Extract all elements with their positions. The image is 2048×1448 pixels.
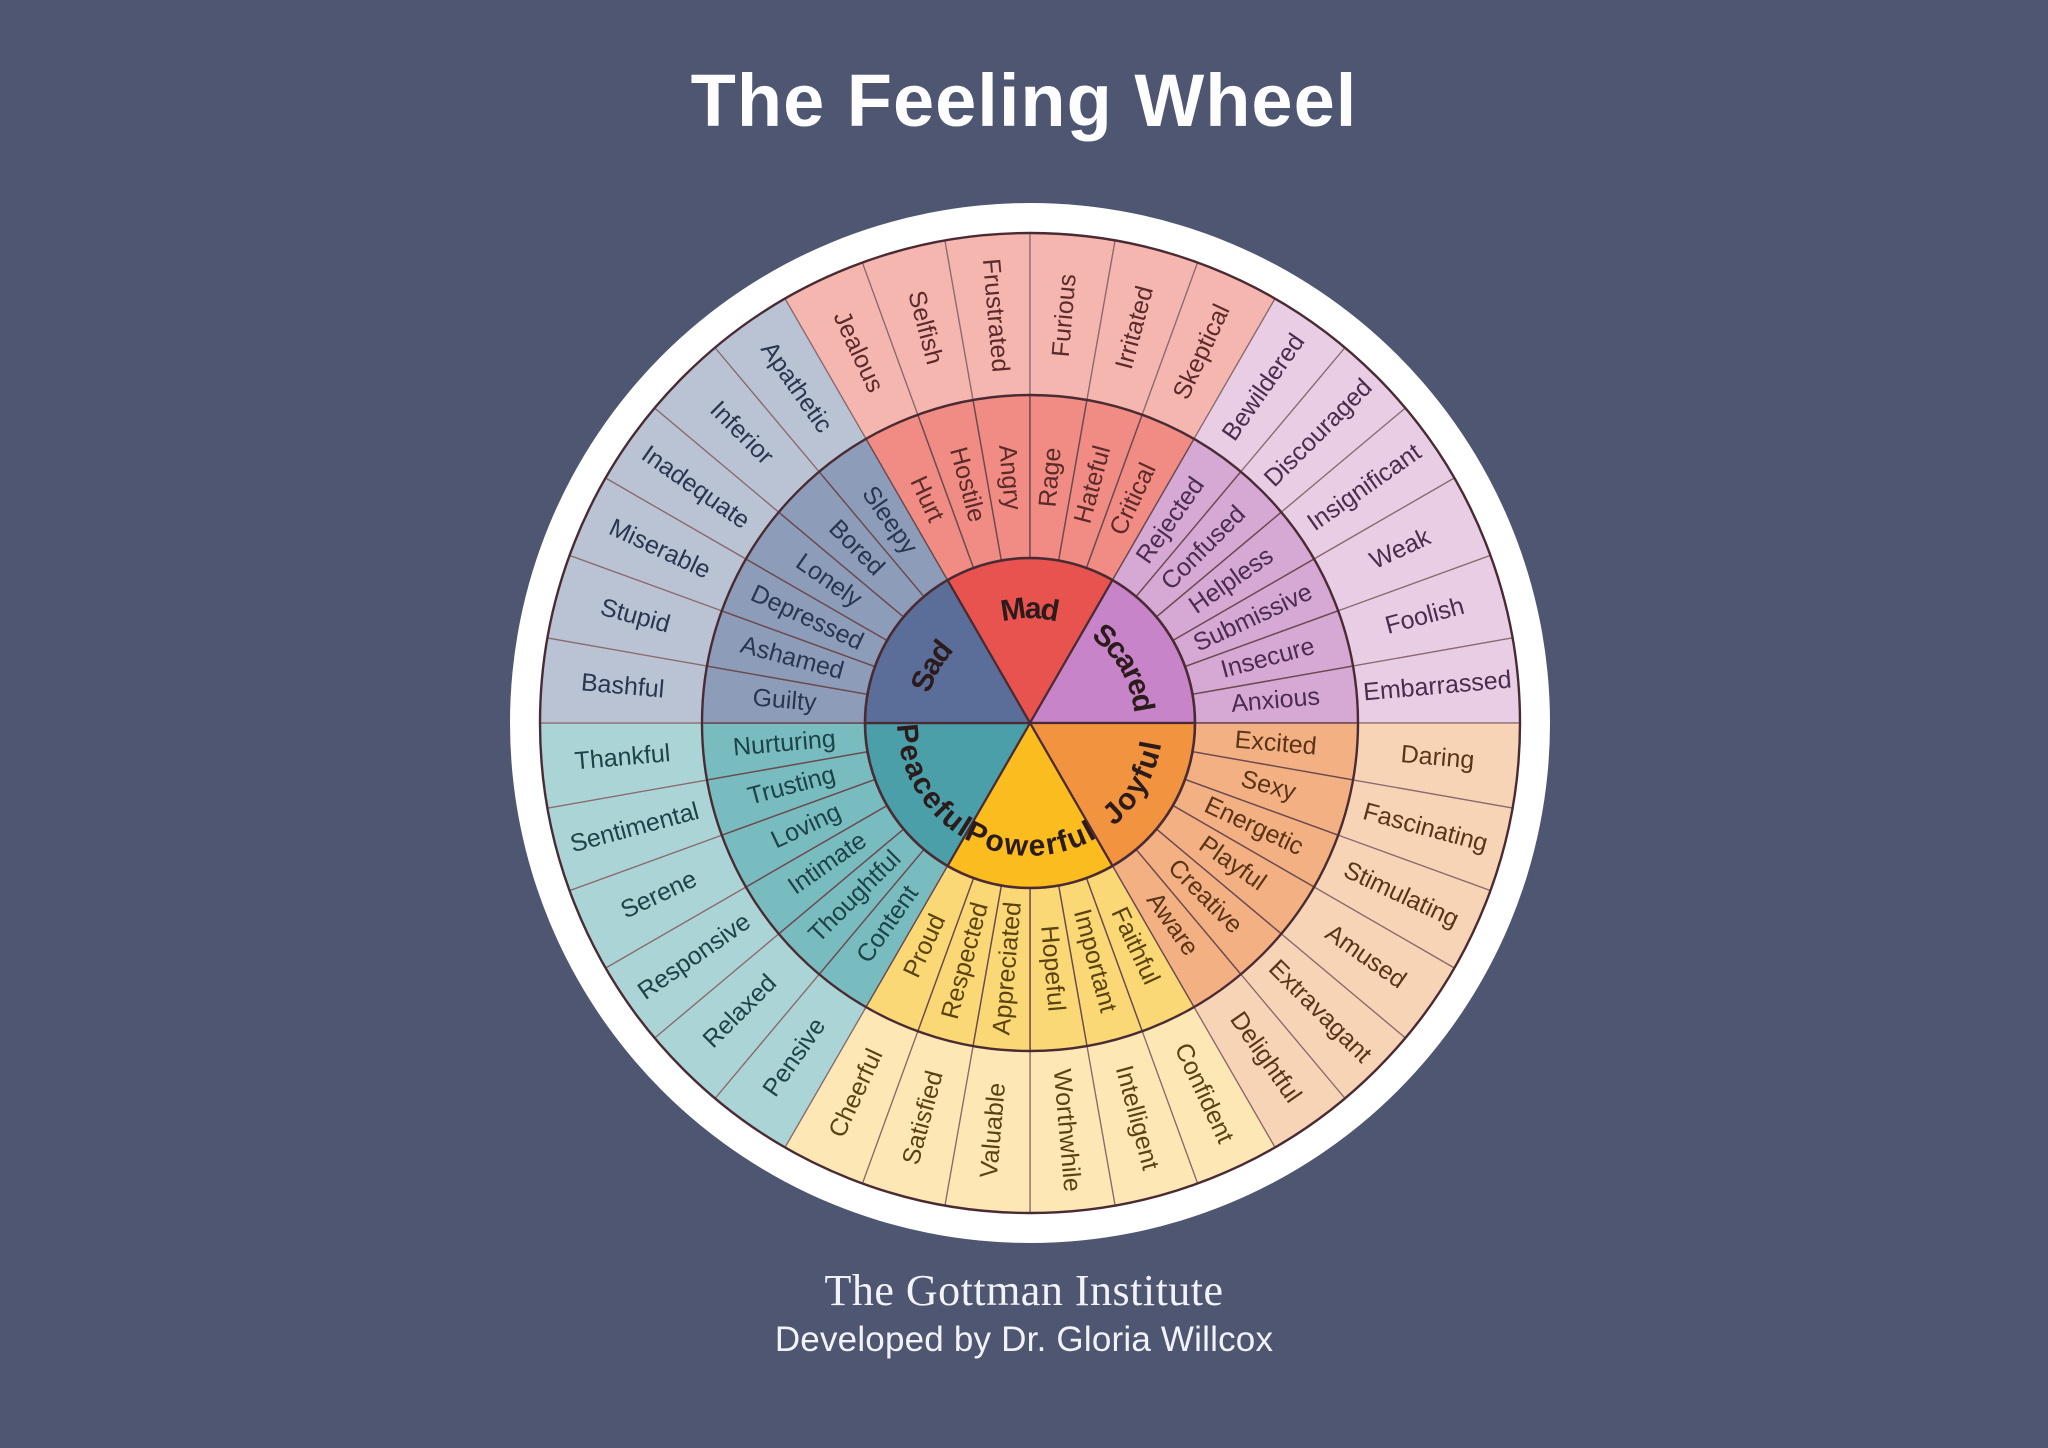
ring-divider-0 [863,556,1197,890]
wheel-segments [539,232,1521,1214]
credit-line: Developed by Dr. Gloria Willcox [774,1320,1274,1360]
page-title: The Feeling Wheel [690,59,1358,142]
middle-segment-label: Angry [993,444,1027,512]
footer: The Gottman Institute Developed by Dr. G… [0,1266,2048,1360]
middle-segment-label: Rage [1034,446,1067,508]
ring-divider-1 [700,393,1360,1053]
core-label-mad: Mad [998,592,1062,629]
brand-name: The Gottman Institute [824,1266,1224,1315]
ring-divider-2 [538,231,1522,1215]
outer-segment-label: Daring [1400,740,1476,774]
middle-segment-label: Guilty [752,683,819,717]
